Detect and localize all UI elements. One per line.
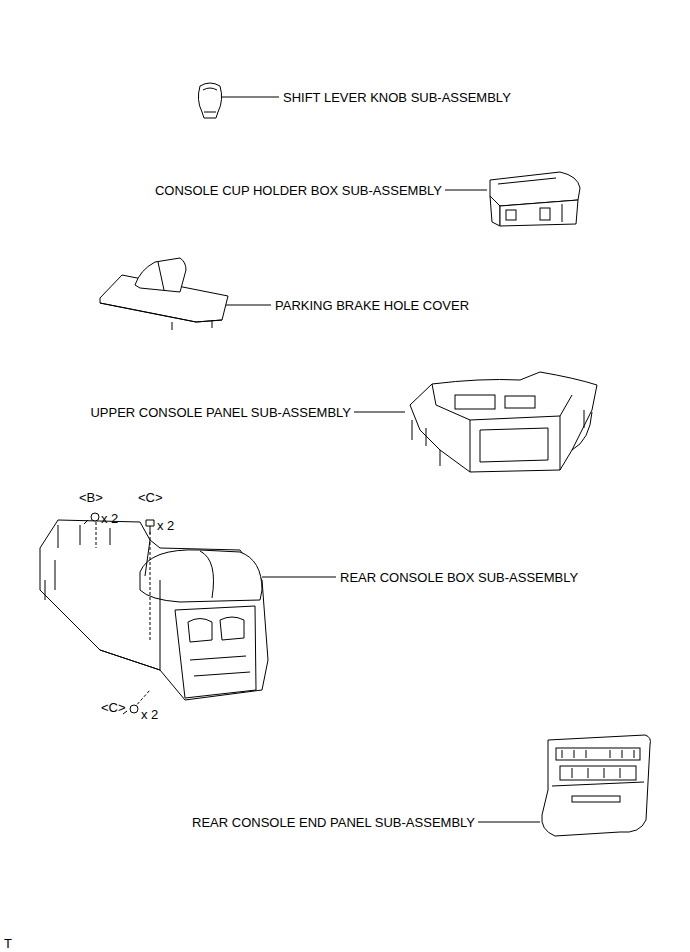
bolt-symbol [150, 526, 151, 534]
rear-console-box [175, 606, 256, 698]
parking-brake-cover [135, 258, 186, 292]
rear-console-box [190, 656, 250, 676]
rear-console-box [188, 617, 244, 642]
rear-console-end-panel [552, 782, 644, 786]
bolt-symbol [91, 513, 99, 521]
cup-holder-box [490, 196, 500, 226]
upper-console-panel [412, 410, 584, 466]
cup-holder-box [498, 178, 556, 184]
rear-console-box [40, 520, 268, 700]
bolt-symbol [96, 522, 97, 548]
parking-brake-cover [100, 258, 228, 330]
leader-line [262, 577, 336, 578]
parking-brake-cover [158, 262, 164, 290]
rear-console-end-panel [542, 735, 651, 836]
upper-console-panel [470, 416, 560, 472]
upper-console-panel [572, 412, 592, 450]
upper-console-panel [432, 384, 572, 420]
figure-code: T [4, 936, 12, 951]
upper-console-panel [410, 372, 597, 472]
upper-console-panel [480, 428, 548, 462]
leader-line [354, 412, 405, 413]
leader-line [445, 190, 487, 191]
part-name: SHIFT LEVER KNOB SUB-ASSEMBLY [283, 90, 511, 105]
leader-line [478, 822, 540, 823]
part-name: REAR CONSOLE BOX SUB-ASSEMBLY [340, 570, 578, 585]
bolt-symbol [84, 513, 154, 714]
parking-brake-cover [100, 303, 222, 322]
rear-console-box [60, 580, 160, 670]
rear-console-box [40, 520, 268, 700]
shift-knob [203, 88, 217, 90]
upper-console-panel [455, 395, 495, 409]
part-name: REAR CONSOLE END PANEL SUB-ASSEMBLY [192, 815, 475, 830]
upper-console-panel [410, 372, 597, 472]
leader-line [226, 305, 271, 306]
rear-console-box [45, 560, 55, 600]
parking-brake-cover [172, 320, 212, 330]
rear-console-box [58, 525, 110, 548]
cup-holder-box [490, 172, 580, 226]
bolt-callout: <C> [138, 490, 163, 505]
cup-holder-box [500, 200, 578, 226]
bolt-symbol [84, 520, 88, 524]
shift-knob [198, 83, 221, 118]
part-name: CONSOLE CUP HOLDER BOX SUB-ASSEMBLY [155, 183, 442, 198]
rear-console-end-panel [556, 748, 640, 760]
bolt-symbol [146, 520, 154, 526]
bolt-symbol [130, 705, 138, 713]
rear-console-end-panel [542, 735, 651, 836]
bolt-callout: <C> [101, 700, 126, 715]
bolt-symbol [96, 522, 150, 708]
cup-holder-box [562, 204, 563, 222]
part-name: PARKING BRAKE HOLE COVER [275, 298, 469, 313]
bolt-symbol [150, 532, 151, 640]
rear-console-end-panel [562, 750, 634, 758]
shift-knob [198, 83, 221, 118]
quantity-label: x 2 [141, 707, 158, 722]
rear-console-end-panel [560, 766, 636, 780]
bolt-callout: <B> [79, 490, 103, 505]
quantity-label: x 2 [101, 511, 118, 526]
cup-holder-box [540, 208, 550, 220]
cup-holder-box [506, 210, 516, 220]
rear-console-end-panel [572, 768, 620, 778]
rear-console-box [140, 550, 262, 602]
quantity-label: x 2 [157, 518, 174, 533]
rear-console-box [200, 551, 214, 598]
upper-console-panel [505, 396, 535, 408]
shift-knob [204, 112, 216, 113]
rear-console-box [145, 540, 150, 576]
part-name: UPPER CONSOLE PANEL SUB-ASSEMBLY [90, 405, 351, 420]
leader-line [222, 97, 279, 98]
rear-console-end-panel [572, 796, 620, 802]
